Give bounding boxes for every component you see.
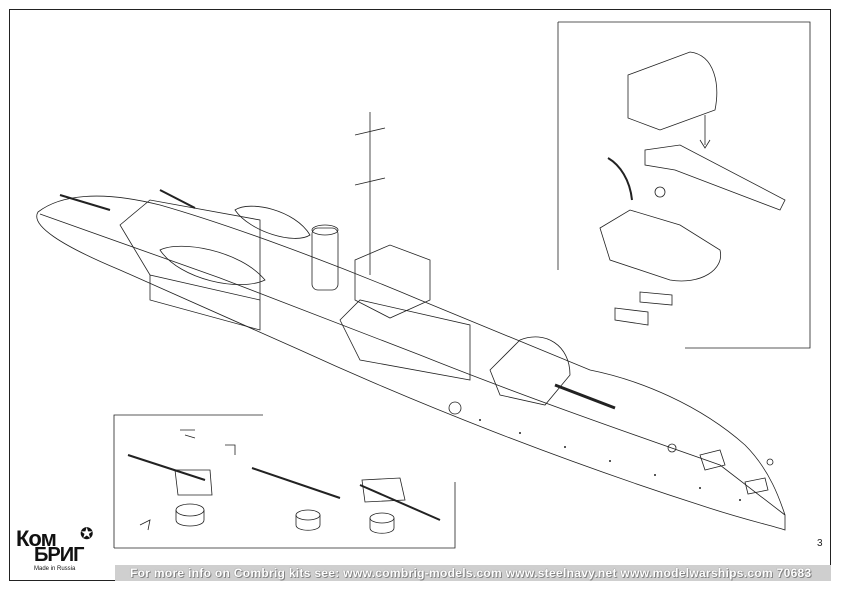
logo-top-word: Ком — [16, 526, 57, 551]
superstructure — [119, 199, 261, 331]
aft-gun-barrel — [59, 194, 111, 211]
page-number: 3 — [817, 538, 823, 549]
inset-base — [599, 209, 721, 282]
mount-2-barrel — [251, 467, 341, 499]
turret-hood — [627, 51, 718, 131]
deck-line — [39, 213, 786, 516]
mount-1-barrel — [127, 454, 206, 481]
star-icon: ✪ — [80, 526, 94, 543]
footer-info-text: For more info on Combrig kits see: www.c… — [130, 566, 812, 580]
forward-gun-barrel — [554, 383, 616, 410]
footer: For more info on Combrig kits see: www.c… — [0, 560, 842, 595]
combrig-logo: Ком ✪ БРИГ Made in Russia — [12, 520, 112, 578]
logo-made-in: Made in Russia — [34, 566, 76, 572]
inset-turret-assembly — [557, 21, 811, 349]
hull-outline — [36, 195, 786, 531]
bridge — [354, 244, 431, 319]
funnel — [311, 227, 339, 291]
portholes — [479, 419, 741, 501]
aft-deckhouse — [339, 299, 471, 381]
mount-3-barrel — [359, 484, 441, 521]
logo-bottom-word: БРИГ — [34, 544, 84, 566]
inset-gun-mounts — [113, 414, 456, 549]
lifeboat-2 — [234, 205, 311, 239]
forward-turret — [489, 336, 571, 406]
inset-gun — [644, 144, 786, 211]
lifeboat-1 — [159, 245, 266, 285]
footer-band — [115, 565, 831, 581]
